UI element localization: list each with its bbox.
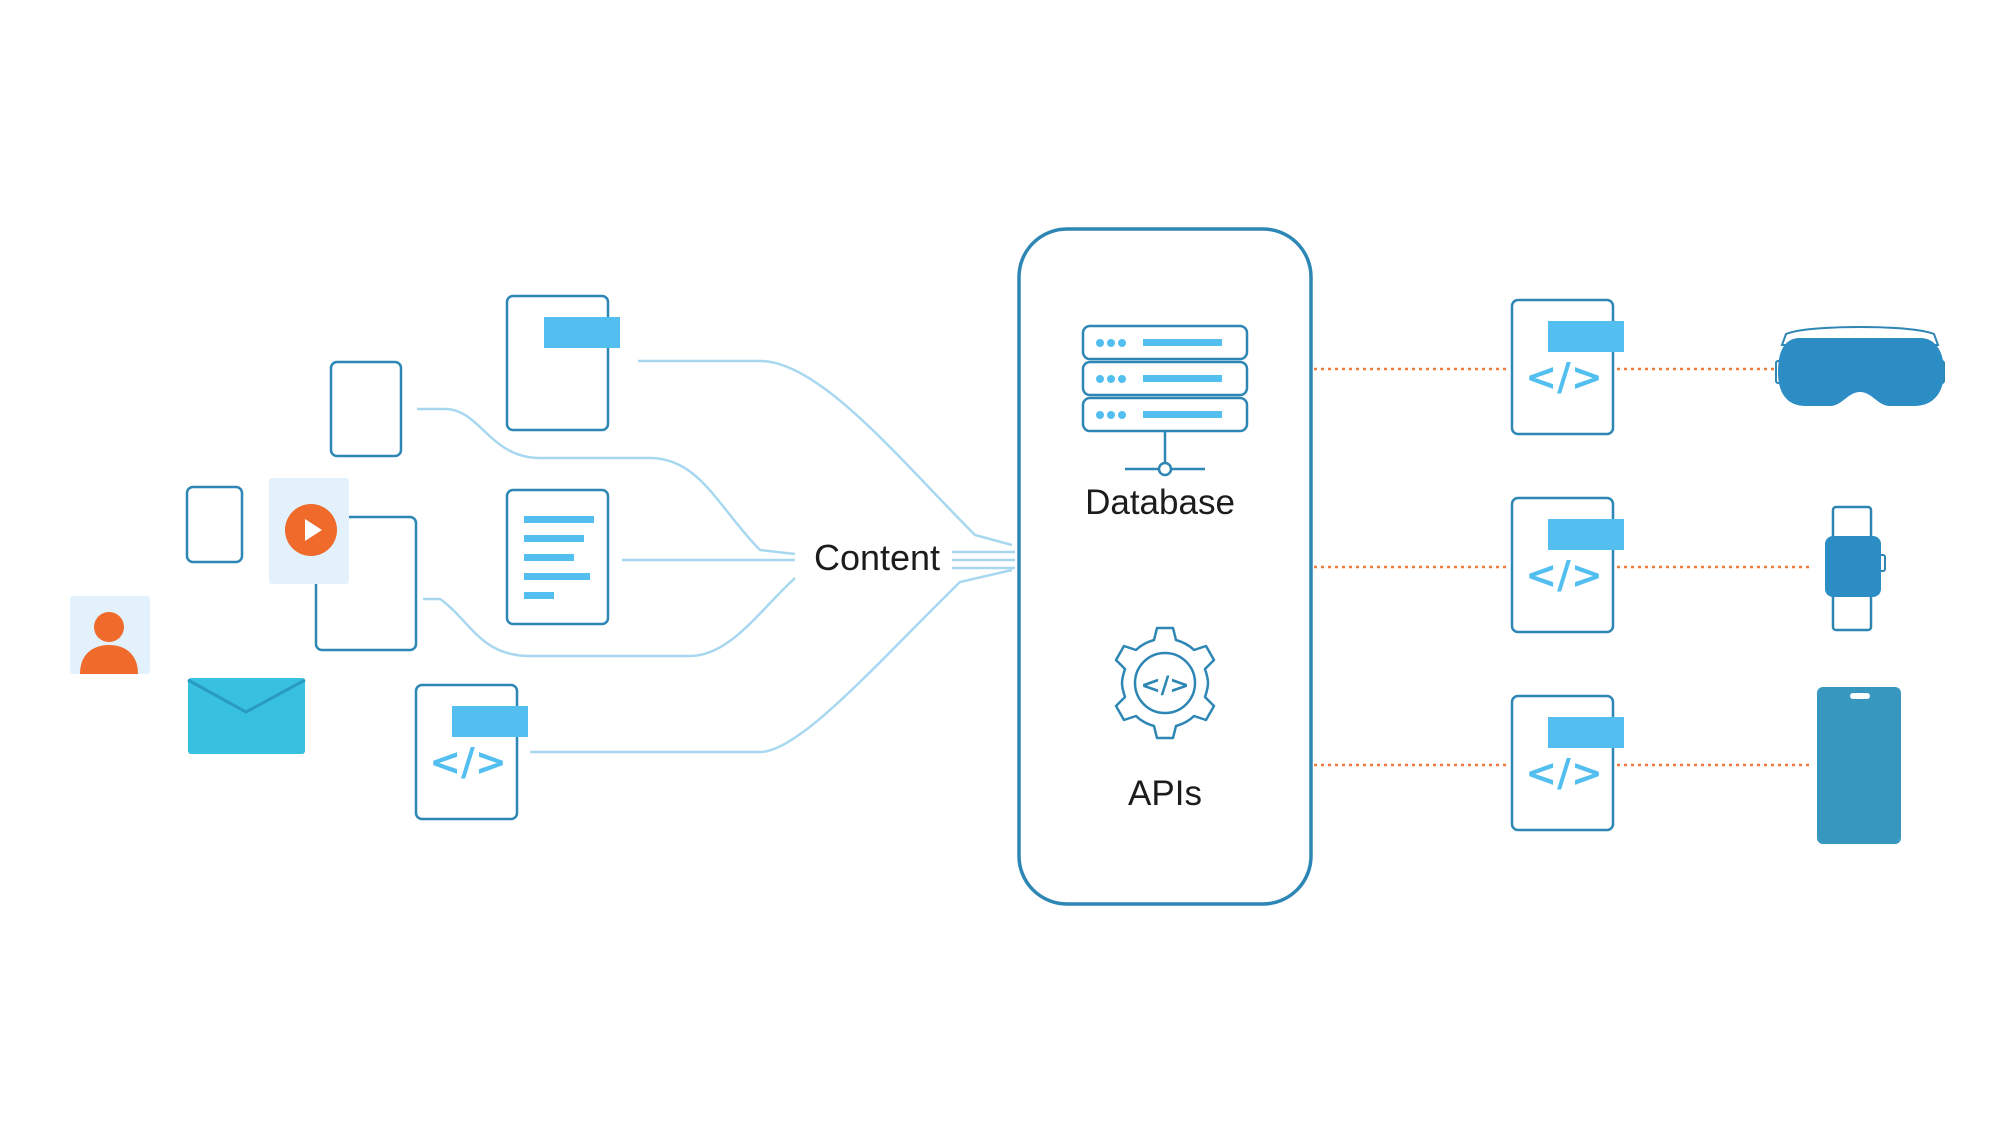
person-icon [80, 612, 138, 674]
small-blank-document [185, 485, 244, 564]
content-connectors [417, 359, 1015, 754]
smartwatch-icon [1825, 505, 1886, 632]
video-tile [269, 478, 349, 584]
text-document [505, 488, 610, 626]
play-icon [285, 504, 337, 556]
svg-text:</>: </> [1141, 671, 1190, 699]
code-document-right-1: </> [1510, 298, 1624, 436]
connector-code-doc [530, 568, 1013, 754]
connector-top-doc [638, 359, 1013, 547]
code-document-right-3: </> [1510, 694, 1624, 832]
gear-code-icon: </> [1114, 626, 1216, 740]
code-icon: </> [1525, 751, 1603, 795]
header-document [505, 294, 620, 432]
code-icon: </> [429, 740, 507, 784]
connector-video-doc [423, 577, 796, 658]
text-lines-icon [524, 516, 594, 599]
blank-document-upper [329, 360, 403, 458]
code-document-left: </> [414, 683, 528, 821]
connector-small-doc [417, 407, 796, 556]
content-label: Content [814, 537, 940, 578]
database-label: Database [1085, 483, 1235, 522]
code-document-right-2: </> [1510, 496, 1624, 634]
smartphone-icon [1817, 687, 1901, 844]
vr-headset-icon [1775, 325, 1945, 406]
apis-label: APIs [1128, 774, 1202, 813]
envelope-icon [187, 678, 306, 754]
code-icon: </> [1525, 553, 1603, 597]
server-icon [1081, 324, 1249, 477]
code-icon: </> [1525, 355, 1603, 399]
user-tile [70, 596, 150, 674]
